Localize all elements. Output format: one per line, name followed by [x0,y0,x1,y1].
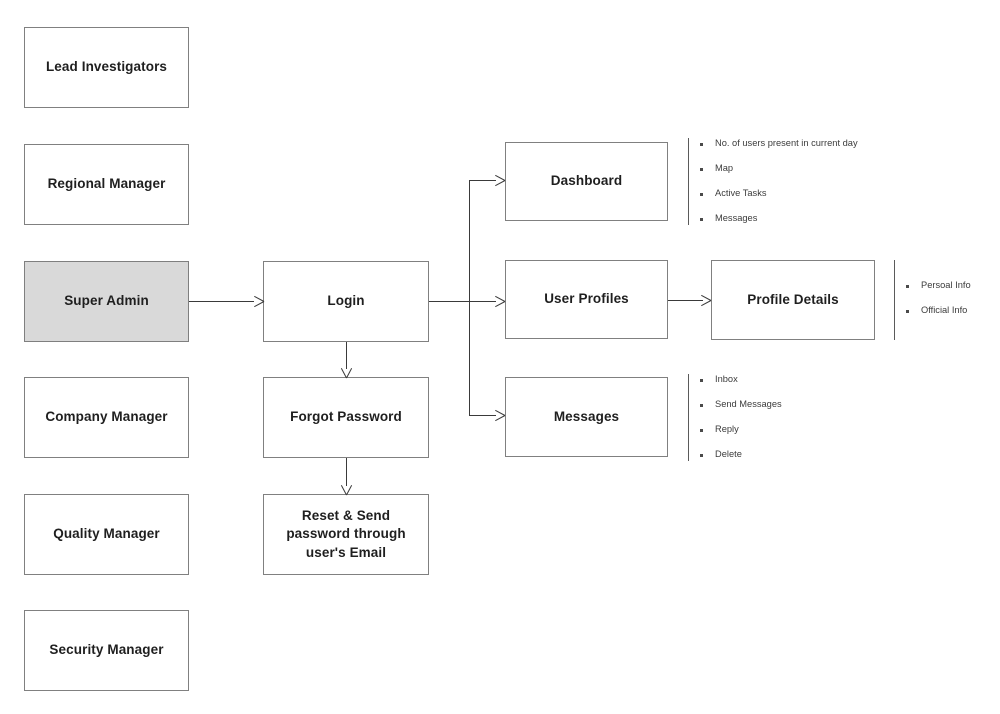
node-super-admin[interactable]: Super Admin [24,261,189,342]
connector-forgot-password-to-reset-send [346,458,347,486]
list-item-label: Official Info [921,305,968,315]
list-item-label: Map [715,163,734,173]
node-label-line-1: Reset & Send [301,508,391,524]
list-item-label: Send Messages [715,399,782,409]
list-item: Delete [700,449,782,459]
list-item: Messages [700,213,858,223]
node-quality-manager[interactable]: Quality Manager [24,494,189,575]
connector-login-to-bus [429,301,496,302]
list-item-label: Active Tasks [715,188,767,198]
node-label: Forgot Password [290,409,402,425]
connector-user-profiles-to-profile-details [668,300,703,301]
bullet-icon [700,168,703,171]
connector-bus-to-messages [469,415,496,416]
bullet-icon [906,310,909,313]
node-label: Profile Details [747,291,839,307]
list-item-label: No. of users present in current day [715,138,858,148]
node-label-line-3: user's Email [305,544,387,560]
list-item-label: Inbox [715,374,738,384]
connector-login-to-forgot-password [346,342,347,369]
detail-list-messages: Inbox Send Messages Reply Delete [700,374,782,459]
node-label: Dashboard [550,173,623,189]
node-company-manager[interactable]: Company Manager [24,377,189,458]
node-user-profiles[interactable]: User Profiles [505,260,668,339]
node-forgot-password[interactable]: Forgot Password [263,377,429,458]
node-label-multiline: Reset & Send password through user's Ema… [270,507,422,562]
node-reset-send-password[interactable]: Reset & Send password through user's Ema… [263,494,429,575]
list-item-label: Reply [715,424,739,434]
node-label: Quality Manager [53,526,160,542]
node-dashboard[interactable]: Dashboard [505,142,668,221]
list-item: Persoal Info [906,280,971,290]
list-item: Inbox [700,374,782,384]
node-label: Regional Manager [47,176,166,192]
bullet-icon [906,285,909,288]
node-label: Company Manager [45,409,168,425]
node-label: Lead Investigators [45,59,168,75]
node-security-manager[interactable]: Security Manager [24,610,189,691]
node-lead-investigators[interactable]: Lead Investigators [24,27,189,108]
connector-bus-to-dashboard [469,180,496,181]
node-label-line-2: password through [286,526,406,542]
bullet-icon [700,379,703,382]
list-item: No. of users present in current day [700,138,858,148]
detail-list-profile-details: Persoal Info Official Info [906,280,971,315]
node-messages[interactable]: Messages [505,377,668,457]
list-item-label: Persoal Info [921,280,971,290]
node-label: Messages [553,408,620,424]
bullet-icon [700,193,703,196]
node-label: Super Admin [64,293,149,309]
connector-super-admin-to-login [189,301,254,302]
detail-rule [688,374,689,461]
detail-list-dashboard: No. of users present in current day Map … [700,138,858,223]
node-regional-manager[interactable]: Regional Manager [24,144,189,225]
bullet-icon [700,454,703,457]
bullet-icon [700,143,703,146]
node-profile-details[interactable]: Profile Details [711,260,875,340]
list-item-label: Messages [715,213,758,223]
connector-bus-to-user-profiles [469,301,496,302]
list-item: Active Tasks [700,188,858,198]
list-item-label: Delete [715,449,742,459]
bullet-icon [700,404,703,407]
node-login[interactable]: Login [263,261,429,342]
node-label: Login [327,293,365,309]
detail-rule [688,138,689,225]
list-item: Reply [700,424,782,434]
detail-rule [894,260,895,340]
bullet-icon [700,429,703,432]
bullet-icon [700,218,703,221]
list-item: Send Messages [700,399,782,409]
node-label: User Profiles [544,291,629,307]
connector-branch-bus [469,180,470,415]
list-item: Official Info [906,305,971,315]
list-item: Map [700,163,858,173]
node-label: Security Manager [49,642,164,658]
